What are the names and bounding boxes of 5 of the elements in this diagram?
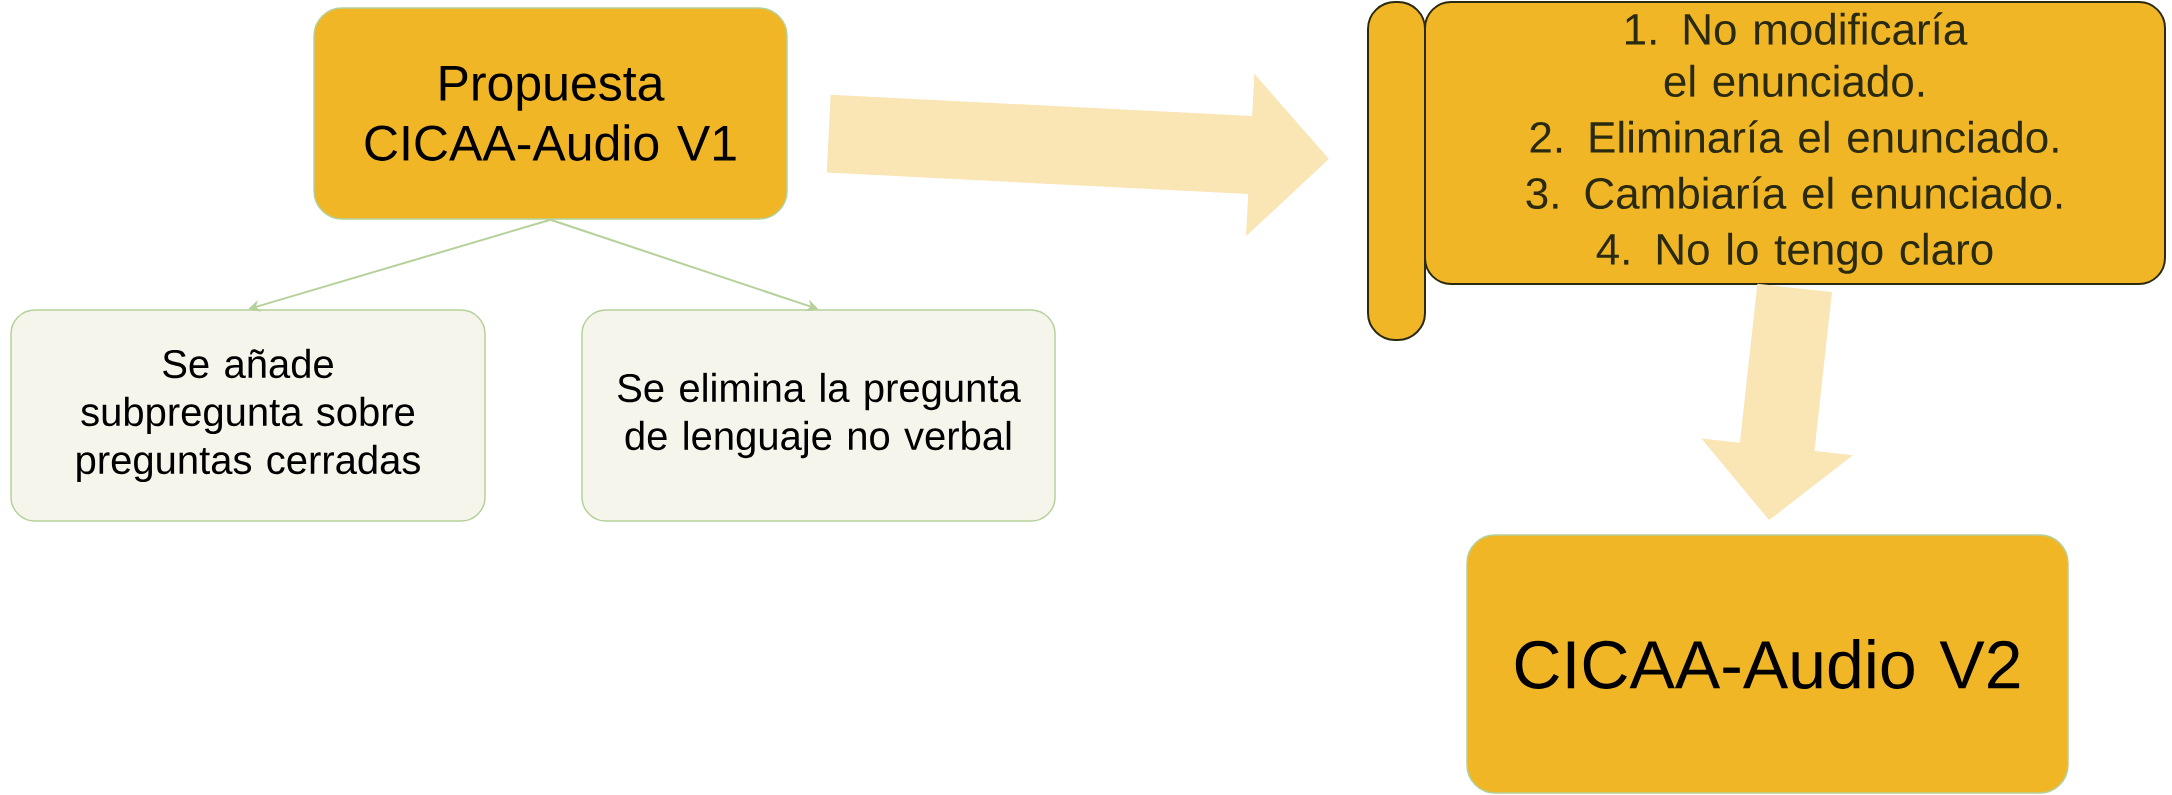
process-box: Propuesta CICAA-Audio V1 <box>313 7 788 220</box>
scroll-banner: 1. No modificaría el enunciado. 2. Eliminaría el enunciado. 3. Cambiaría el enunciado. 4. No lo tengo claro <box>1367 1 2166 341</box>
note-box: Se elimina la pregunta de lenguaje no verbal <box>581 309 1056 522</box>
note-box: Se añade subpregunta sobre preguntas cerradas <box>10 309 486 522</box>
process-box: CICAA-Audio V2 <box>1466 534 2069 794</box>
